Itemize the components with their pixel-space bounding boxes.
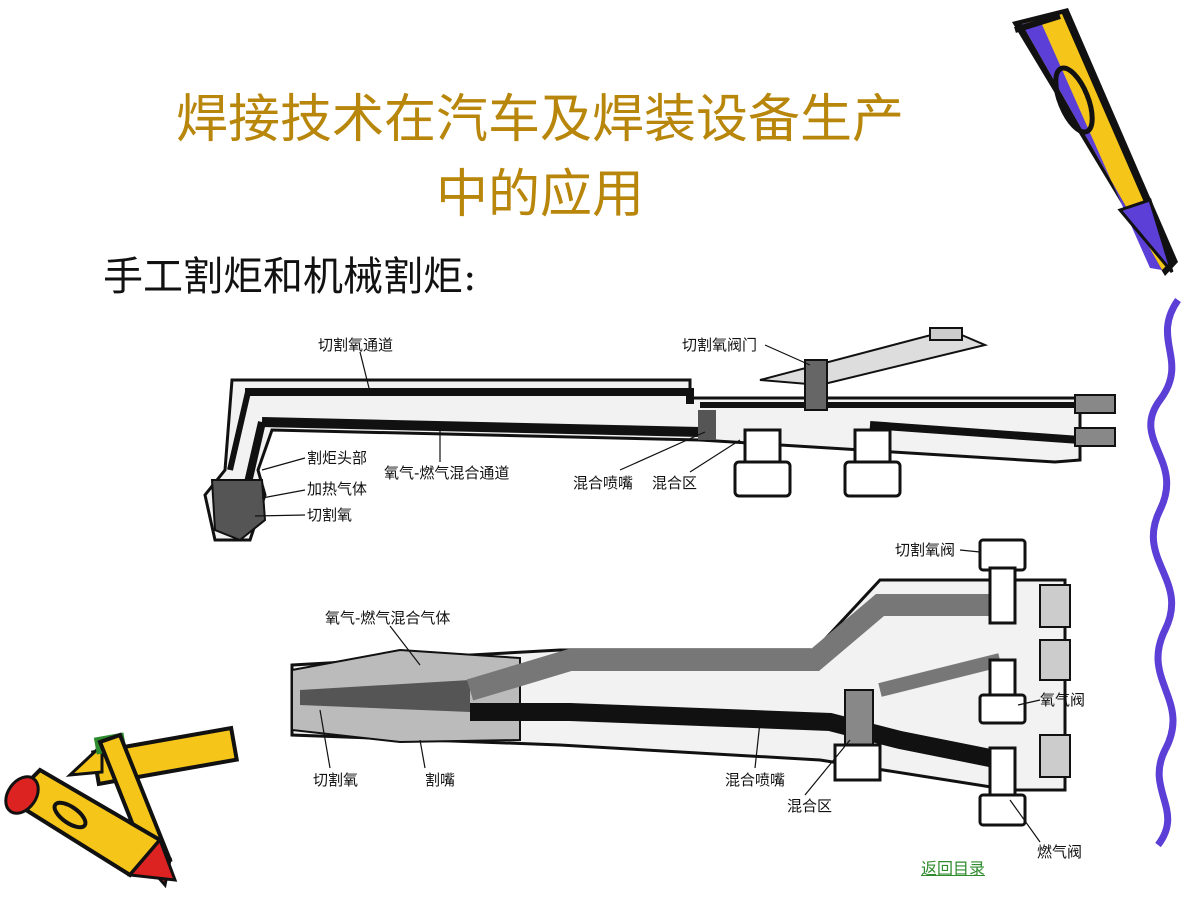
label-mix-zone-top: 混合区 (652, 474, 697, 492)
label-cut-oxygen-bottom: 切割氧 (313, 771, 358, 789)
label-cut-oxygen-channel: 切割氧通道 (318, 336, 393, 354)
slide-title-line1: 焊接技术在汽车及焊装设备生产 (175, 90, 904, 150)
label-torch-head: 割炬头部 (307, 449, 367, 467)
return-to-toc-link[interactable]: 返回目录 (921, 859, 986, 878)
label-cut-oxygen-valve: 切割氧阀 (895, 541, 955, 559)
label-mix-zone-bottom: 混合区 (787, 797, 832, 815)
slide-title-line2: 中的应用 (435, 165, 644, 225)
label-mix-channel: 氧气-燃气混合通道 (384, 464, 509, 482)
label-cut-oxygen-valve-door: 切割氧阀门 (682, 336, 757, 354)
label-nozzle: 割嘴 (425, 771, 455, 789)
label-oxygen-valve: 氧气阀 (1040, 691, 1085, 709)
slide-subtitle: 手工割炬和机械割炬: (103, 254, 477, 300)
pencil-top-right-icon (1012, 8, 1178, 276)
label-fuel-valve: 燃气阀 (1037, 843, 1082, 861)
label-mix-nozzle-top: 混合喷嘴 (573, 474, 633, 492)
decorative-wave-line (1147, 297, 1181, 848)
label-mix-gas: 氧气-燃气混合气体 (325, 609, 450, 627)
manual-torch-diagram: 切割氧通道 切割氧阀门 割炬头部 加热气体 切割氧 氧气-燃气混合通道 混合喷嘴… (203, 327, 1116, 542)
label-cut-oxygen-top: 切割氧 (307, 506, 352, 524)
crayons-bottom-left-icon (4, 725, 240, 889)
machine-torch-diagram: 切割氧阀 氧气-燃气混合气体 氧气阀 切割氧 割嘴 混合喷嘴 混合区 燃气阀 (290, 538, 1085, 861)
label-heating-gas: 加热气体 (307, 480, 367, 498)
label-mix-nozzle-bottom: 混合喷嘴 (725, 771, 785, 789)
